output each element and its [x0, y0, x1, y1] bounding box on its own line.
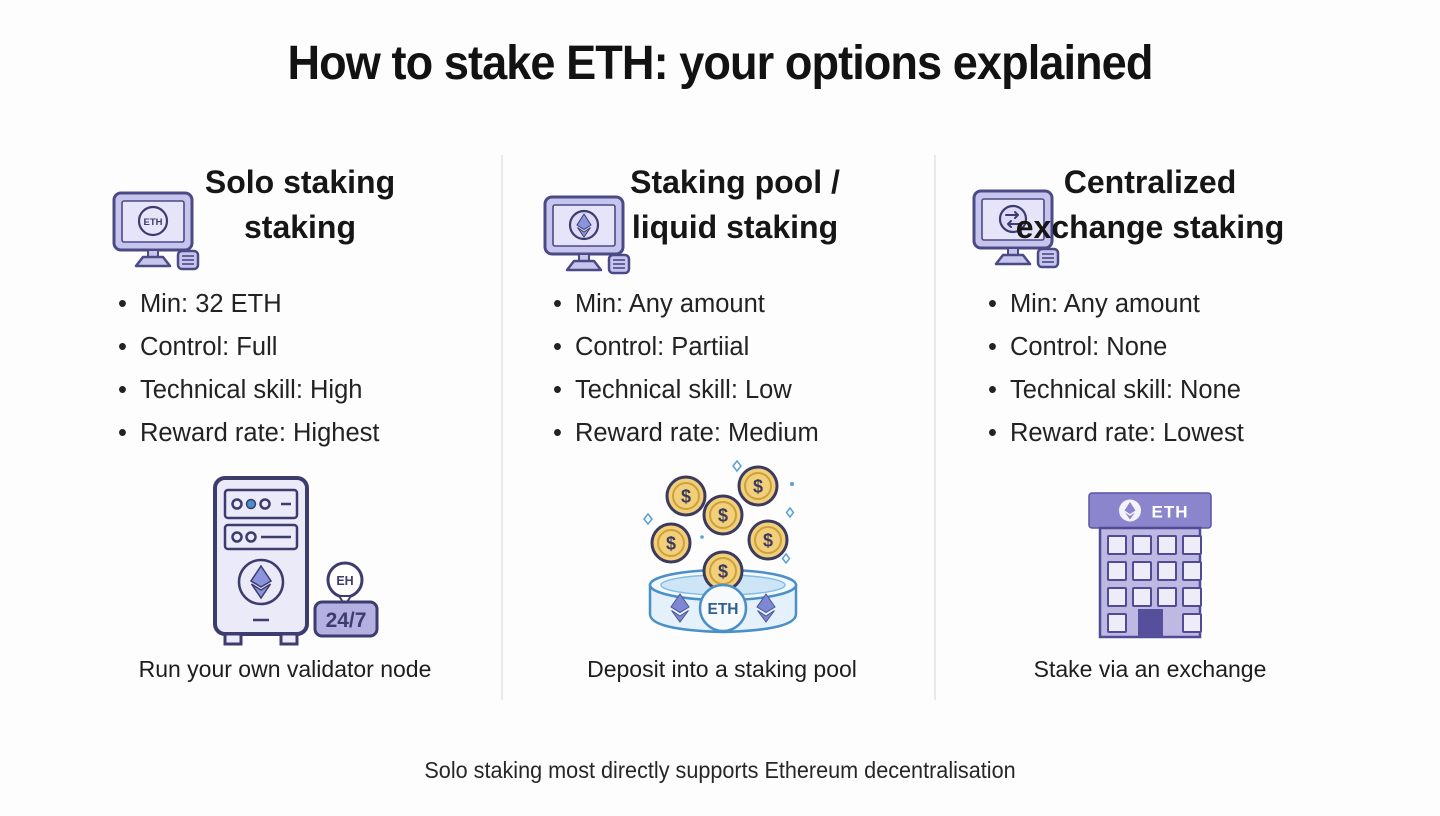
bullet-dot: •	[118, 376, 127, 404]
list-item: • Min: Any amount	[553, 283, 819, 326]
bullet-text: Reward rate: Lowest	[1009, 419, 1244, 447]
column-heading-pool: Staking pool / liquid staking	[535, 160, 935, 250]
bullet-dot: •	[553, 376, 562, 404]
monitor-exchange-icon	[972, 189, 1060, 269]
bullet-dot: •	[988, 290, 997, 318]
svg-text:$: $	[718, 506, 728, 526]
dollar-coin-icon: $	[650, 522, 692, 564]
column-caption: Stake via an exchange	[1033, 656, 1267, 682]
validator-server-illustration: EH 24/7	[213, 476, 379, 646]
bullet-text: Control: None	[1009, 333, 1168, 361]
bullet-dot: •	[118, 290, 127, 318]
list-item: • Min: Any amount	[988, 283, 1244, 326]
bullet-text: Reward rate: Medium	[574, 419, 819, 447]
building-banner	[1088, 492, 1212, 529]
column-caption: Deposit into a staking pool	[587, 656, 857, 682]
heading-line-1: Staking pool /	[630, 164, 840, 200]
monitor-eth-icon: ETH	[112, 191, 200, 271]
sparkle-icon	[785, 506, 795, 519]
svg-text:$: $	[666, 534, 676, 554]
bullet-text: Min: Any amount	[1009, 290, 1200, 318]
building-door	[1138, 609, 1163, 637]
list-item: • Technical skill: Low	[553, 369, 819, 412]
bullet-dot: •	[988, 376, 997, 404]
exchange-building-illustration: ETH	[1088, 492, 1212, 639]
list-item: • Reward rate: Lowest	[988, 412, 1244, 455]
bullet-text: Technical skill: High	[139, 376, 363, 404]
dollar-coin-icon: $	[702, 550, 744, 592]
bullet-text: Control: Full	[139, 333, 278, 361]
uptime-badge-tag-label: 24/7	[326, 609, 367, 632]
bullet-text: Technical skill: Low	[574, 376, 792, 404]
sparkle-dot	[790, 482, 794, 486]
pool-eth-label: ETH	[708, 601, 739, 618]
column-divider	[934, 155, 936, 700]
dollar-coin-icon: $	[702, 494, 744, 536]
feature-list-solo: • Min: 32 ETH • Control: Full • Technical s…	[118, 283, 379, 455]
feature-list-pool: • Min: Any amount • Control: Partiial • Tec…	[553, 283, 819, 455]
eth-diamond-icon	[670, 593, 690, 614]
bullet-dot: •	[988, 419, 997, 447]
bullet-text: Technical skill: None	[1009, 376, 1241, 404]
svg-text:$: $	[718, 562, 728, 582]
eth-diamond-icon	[756, 593, 776, 614]
eth-diamond-icon	[249, 564, 273, 588]
pool-eth-circle	[698, 583, 748, 633]
bullet-dot: •	[553, 333, 562, 361]
monitor-screen-label: ETH	[144, 217, 163, 228]
building-windows	[1107, 535, 1202, 633]
heading-line-2: staking	[243, 209, 357, 245]
dollar-coin-icon: $	[737, 465, 779, 507]
dollar-coin-icon: $	[665, 475, 707, 517]
list-item: • Technical skill: High	[118, 369, 379, 412]
bullet-dot: •	[118, 419, 127, 447]
sparkle-dot	[700, 535, 704, 539]
column-heading-solo: Solo staking staking	[100, 160, 500, 250]
list-item: • Control: Full	[118, 326, 379, 369]
heading-line-2: exchange staking	[1015, 209, 1285, 245]
column-divider	[501, 155, 503, 700]
list-item: • Reward rate: Highest	[118, 412, 379, 455]
bullet-text: Min: 32 ETH	[139, 290, 282, 318]
list-item: • Technical skill: None	[988, 369, 1244, 412]
sparkle-icon	[781, 552, 791, 565]
dollar-coin-icon: $	[747, 519, 789, 561]
footer-note: Solo staking most directly supports Ethe…	[424, 757, 1016, 783]
bullet-text: Min: Any amount	[574, 290, 765, 318]
bullet-text: Reward rate: Highest	[139, 419, 380, 447]
eth-diamond-icon	[576, 213, 592, 231]
eth-diamond-icon	[1124, 502, 1136, 514]
svg-text:$: $	[753, 477, 763, 497]
column-heading-exchange: Centralized exchange staking	[950, 160, 1350, 250]
eth-emblem-circle	[237, 558, 285, 606]
exchange-arrows-icon	[1005, 211, 1019, 219]
page-title: How to stake ETH: your options explained	[287, 37, 1154, 90]
sparkle-icon	[732, 459, 742, 473]
building-banner-label: ETH	[1152, 503, 1189, 522]
bullet-dot: •	[118, 333, 127, 361]
uptime-badge-circle-label: EH	[336, 574, 353, 588]
feature-list-exchange: • Min: Any amount • Control: None • Technic…	[988, 283, 1244, 455]
sparkle-icon	[643, 512, 653, 526]
svg-text:$: $	[763, 531, 773, 551]
list-item: • Control: None	[988, 326, 1244, 369]
list-item: • Reward rate: Medium	[553, 412, 819, 455]
list-item: • Min: 32 ETH	[118, 283, 379, 326]
staking-pool-illustration: $ $ $ $ $ $ ETH	[643, 459, 798, 634]
bullet-dot: •	[553, 290, 562, 318]
column-caption: Run your own validator node	[138, 656, 432, 682]
heading-line-1: Solo staking	[204, 164, 396, 200]
heading-line-2: liquid staking	[631, 209, 839, 245]
bullet-dot: •	[988, 333, 997, 361]
bullet-text: Control: Partiial	[574, 333, 750, 361]
monitor-eth-diamond-icon	[543, 195, 631, 275]
svg-text:$: $	[681, 487, 691, 507]
bullet-dot: •	[553, 419, 562, 447]
uptime-badge-tag	[313, 600, 379, 638]
list-item: • Control: Partiial	[553, 326, 819, 369]
heading-line-1: Centralized	[1063, 164, 1237, 200]
